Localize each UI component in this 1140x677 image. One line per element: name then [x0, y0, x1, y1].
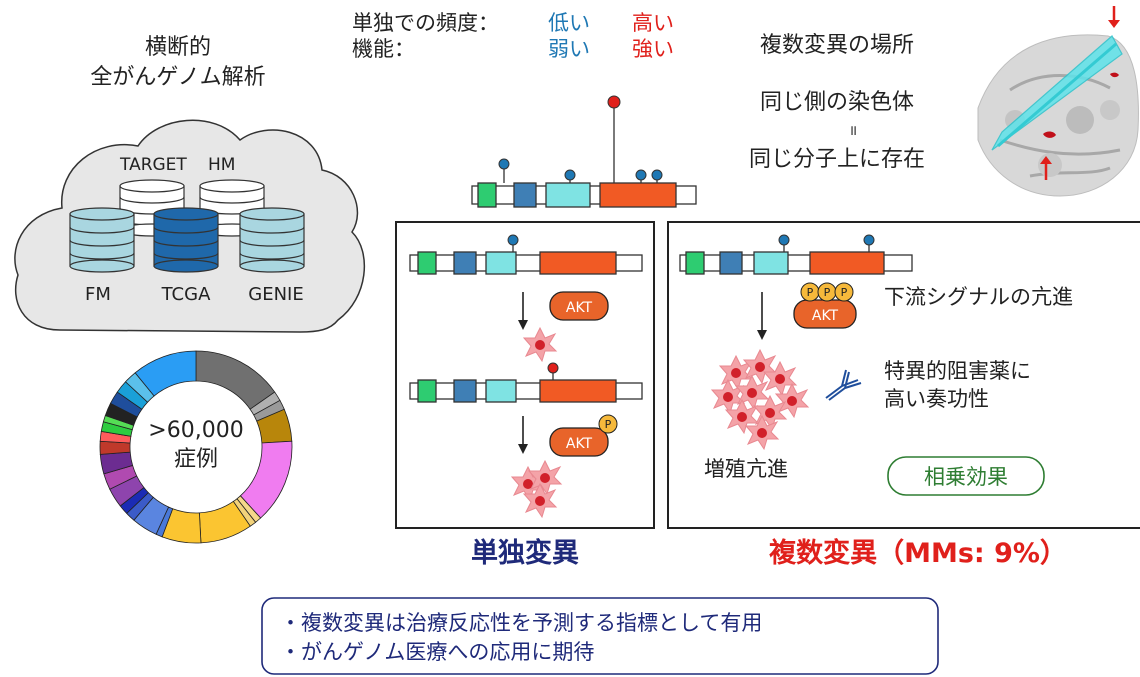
database-cloud: TARGET HM FM TCGA GENIE — [14, 119, 365, 333]
legend-frequency-label: 単独での頻度： — [352, 11, 499, 35]
cell-icon — [523, 327, 557, 362]
hotspot-lollipop-icon — [607, 95, 621, 109]
heading-line-1: 横断的 — [145, 35, 211, 60]
mutation-lollipop-icon — [507, 234, 519, 246]
akt-label-1: AKT — [566, 300, 593, 316]
database-fm-icon — [69, 207, 135, 273]
location-title: 複数変異の場所 — [760, 33, 914, 58]
multiple-mutation-caption: 複数変異（MMs: 9%） — [769, 537, 1067, 569]
donut-segment — [99, 440, 131, 455]
downstream-signal-text: 下流シグナルの亢進 — [884, 285, 1073, 309]
database-genie-icon — [239, 207, 305, 273]
mutation-lollipop-icon — [498, 158, 510, 170]
donut-count-label: >60,000 — [148, 418, 243, 443]
legend-weak: 弱い — [548, 37, 590, 61]
mutation-lollipop-icon — [564, 169, 576, 181]
phospho-label-3: P — [841, 286, 848, 299]
single-mutation-panel — [395, 221, 655, 529]
mutation-lollipop-icon — [863, 234, 875, 246]
akt-label-2: AKT — [566, 436, 593, 452]
proliferation-text: 増殖亢進 — [704, 457, 788, 481]
mutation-lollipop-icon — [651, 169, 663, 181]
akt-pill-2 — [549, 427, 609, 457]
database-tcga-icon — [153, 207, 219, 273]
db-label-target: TARGET — [119, 155, 187, 175]
phospho-icon — [598, 414, 618, 434]
legend-strong: 強い — [632, 37, 674, 61]
phospho-icon — [834, 282, 854, 302]
cancer-type-donut — [99, 350, 293, 544]
conclusion-line-2: ・がんゲノム医療への応用に期待 — [280, 640, 594, 664]
single-gene-1 — [409, 234, 643, 275]
inhibitor-text-1: 特異的阻害薬に — [884, 359, 1031, 383]
heading-line-2: 全がんゲノム解析 — [90, 65, 265, 90]
mutation-lollipop-icon — [778, 234, 790, 246]
db-label-genie: GENIE — [248, 284, 303, 305]
single-mutation-caption: 単独変異 — [471, 537, 579, 569]
antibody-inhibitor-icon — [825, 369, 862, 401]
legend-low: 低い — [548, 11, 590, 35]
inhibitor-text-2: 高い奏功性 — [884, 387, 989, 411]
akt-pill-1 — [549, 291, 609, 321]
mutation-lollipop-icon — [635, 169, 647, 181]
db-label-hm: HM — [208, 155, 235, 175]
gene-overview — [471, 95, 697, 208]
db-label-fm: FM — [85, 284, 111, 305]
conclusion-line-1: ・複数変異は治療反応性を予測する指標として有用 — [280, 611, 762, 635]
location-line-2: 同じ分子上に存在 — [749, 147, 925, 172]
donut-cases-label: 症例 — [174, 447, 218, 472]
protein-structure-image — [977, 6, 1139, 197]
legend-function-label: 機能： — [352, 37, 415, 61]
location-equals: ॥ — [849, 123, 857, 139]
multiple-gene — [679, 234, 913, 275]
proliferating-cells — [711, 349, 809, 450]
multiple-mutation-panel — [667, 221, 1140, 529]
conclusion-box — [261, 597, 939, 675]
phospho-label: P — [605, 418, 612, 431]
akt-label-3: AKT — [812, 308, 839, 324]
location-line-1: 同じ側の染色体 — [760, 90, 914, 115]
synergy-text: 相乗効果 — [924, 465, 1008, 489]
hotspot-lollipop-icon — [547, 362, 559, 374]
single-gene-2 — [409, 362, 643, 403]
donut-segment — [134, 350, 197, 397]
synergy-badge — [887, 456, 1045, 496]
db-label-tcga: TCGA — [161, 284, 211, 305]
legend-high: 高い — [632, 11, 674, 35]
phospho-label-1: P — [807, 286, 814, 299]
phospho-label-2: P — [824, 286, 831, 299]
